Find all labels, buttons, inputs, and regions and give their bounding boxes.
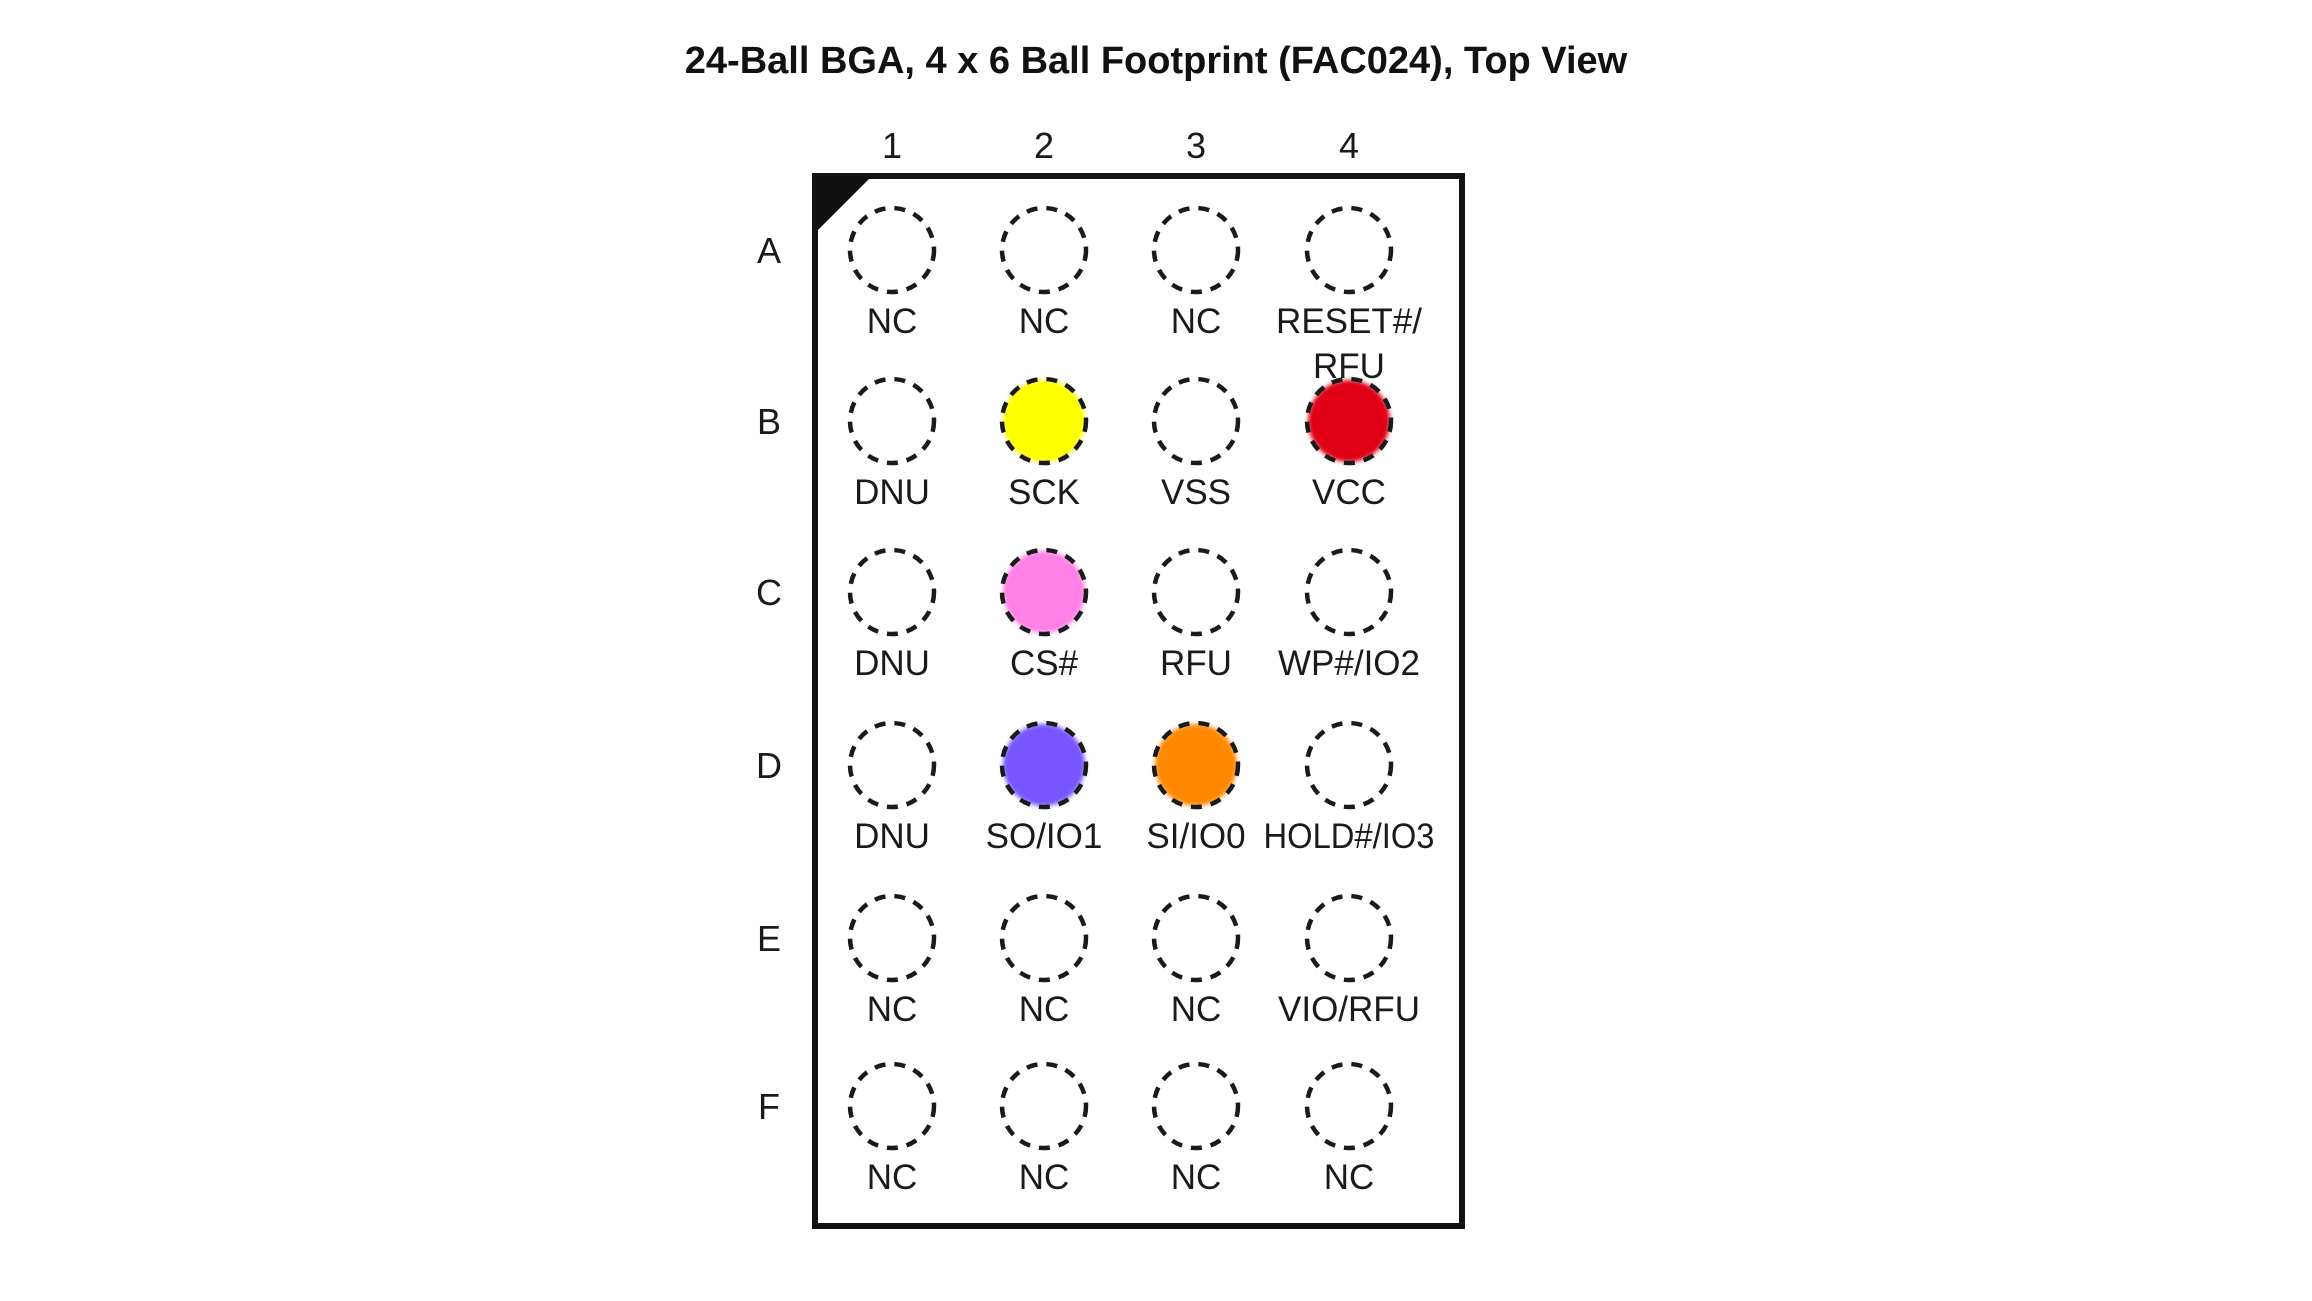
pin-label-F1: NC — [867, 1158, 918, 1197]
pin-label-B2: SCK — [1008, 473, 1080, 512]
pin-label-E4: VIO/RFU — [1278, 990, 1420, 1029]
ball-E1: NC — [847, 893, 937, 1029]
pin-label-B3: VSS — [1161, 473, 1231, 512]
ball-outline-E2 — [999, 893, 1089, 983]
pin-label-F4: NC — [1324, 1158, 1375, 1197]
pin-label-B4: VCC — [1312, 473, 1386, 512]
ball-outline-F2 — [999, 1061, 1089, 1151]
pin-label-B1: DNU — [854, 473, 930, 512]
ball-outline-D3 — [1151, 720, 1241, 810]
ball-F1: NC — [847, 1061, 937, 1197]
ball-outline-B3 — [1151, 376, 1241, 466]
ball-outline-E3 — [1151, 893, 1241, 983]
ball-outline-E1 — [847, 893, 937, 983]
ball-fill-D2 — [1003, 724, 1085, 806]
package-outline — [812, 173, 1465, 1229]
ball-F3: NC — [1151, 1061, 1241, 1197]
ball-A4: RESET#/RFU — [1276, 205, 1422, 386]
pin-label-D3: SI/IO0 — [1146, 817, 1245, 856]
ball-E4: VIO/RFU — [1278, 893, 1420, 1029]
ball-outline-D1 — [847, 720, 937, 810]
ball-B3: VSS — [1151, 376, 1241, 512]
ball-fill-D3 — [1155, 724, 1237, 806]
pin-label-D2: SO/IO1 — [986, 817, 1103, 856]
ball-D1: DNU — [847, 720, 937, 856]
pin-label-E1: NC — [867, 990, 918, 1029]
ball-E3: NC — [1151, 893, 1241, 1029]
ball-F2: NC — [999, 1061, 1089, 1197]
pin-label-F3: NC — [1171, 1158, 1222, 1197]
ball-outline-A4 — [1304, 205, 1394, 295]
row-label-F: F — [758, 1086, 780, 1127]
ball-outline-D4 — [1304, 720, 1394, 810]
ball-B2: SCK — [999, 376, 1089, 512]
column-labels: 1 2 3 4 — [882, 125, 1359, 166]
column-label-1: 1 — [882, 125, 902, 166]
ball-outline-A3 — [1151, 205, 1241, 295]
column-label-3: 3 — [1186, 125, 1206, 166]
ball-D3: SI/IO0 — [1146, 720, 1246, 856]
ball-outline-B1 — [847, 376, 937, 466]
pin-label-E3: NC — [1171, 990, 1222, 1029]
ball-fill-C2 — [1003, 551, 1085, 633]
ball-fill-B2 — [1003, 380, 1085, 462]
pin-label-C2: CS# — [1010, 644, 1079, 683]
ball-outline-B4 — [1304, 376, 1394, 466]
ball-outline-F1 — [847, 1061, 937, 1151]
ball-outline-C1 — [847, 547, 937, 637]
diagram-title: 24-Ball BGA, 4 x 6 Ball Footprint (FAC02… — [684, 40, 1628, 82]
row-label-A: A — [757, 230, 781, 271]
pin-label-C3: RFU — [1160, 644, 1232, 683]
ball-C3: RFU — [1151, 547, 1241, 683]
pin1-corner-marker — [815, 176, 872, 233]
pin-label-D4: HOLD#/IO3 — [1264, 817, 1435, 856]
row-label-E: E — [757, 918, 781, 959]
ball-B1: DNU — [847, 376, 937, 512]
ball-C2: CS# — [999, 547, 1089, 683]
pin-label-A3: NC — [1171, 302, 1222, 341]
ball-D2: SO/IO1 — [986, 720, 1103, 856]
ball-outline-C4 — [1304, 547, 1394, 637]
ball-outline-F4 — [1304, 1061, 1394, 1151]
ball-A1: NC — [847, 205, 937, 341]
pin-label-F2: NC — [1019, 1158, 1070, 1197]
row-label-C: C — [756, 572, 782, 613]
ball-grid: NC NC NC RESET#/RFU DNU SCK VSS VCC DNU CS# RFU WP#… — [847, 205, 1435, 1197]
pin-label-C1: DNU — [854, 644, 930, 683]
pin-label-C4: WP#/IO2 — [1278, 644, 1420, 683]
row-label-D: D — [756, 745, 782, 786]
ball-D4: HOLD#/IO3 — [1264, 720, 1435, 856]
ball-outline-E4 — [1304, 893, 1394, 983]
pin-label-E2: NC — [1019, 990, 1070, 1029]
ball-outline-C2 — [999, 547, 1089, 637]
pin-label-D1: DNU — [854, 817, 930, 856]
column-label-2: 2 — [1034, 125, 1054, 166]
ball-outline-C3 — [1151, 547, 1241, 637]
ball-B4: VCC — [1304, 376, 1394, 512]
ball-outline-A1 — [847, 205, 937, 295]
ball-E2: NC — [999, 893, 1089, 1029]
ball-fill-B4 — [1308, 380, 1390, 462]
row-labels: A B C D E F — [756, 230, 782, 1127]
ball-C1: DNU — [847, 547, 937, 683]
ball-C4: WP#/IO2 — [1278, 547, 1420, 683]
ball-outline-D2 — [999, 720, 1089, 810]
ball-outline-A2 — [999, 205, 1089, 295]
pin-label-A4: RESET#/RFU — [1276, 302, 1422, 386]
ball-outline-F3 — [1151, 1061, 1241, 1151]
ball-A2: NC — [999, 205, 1089, 341]
column-label-4: 4 — [1339, 125, 1359, 166]
ball-A3: NC — [1151, 205, 1241, 341]
pin-label-A1: NC — [867, 302, 918, 341]
ball-outline-B2 — [999, 376, 1089, 466]
ball-F4: NC — [1304, 1061, 1394, 1197]
pin-label-A2: NC — [1019, 302, 1070, 341]
row-label-B: B — [757, 401, 781, 442]
